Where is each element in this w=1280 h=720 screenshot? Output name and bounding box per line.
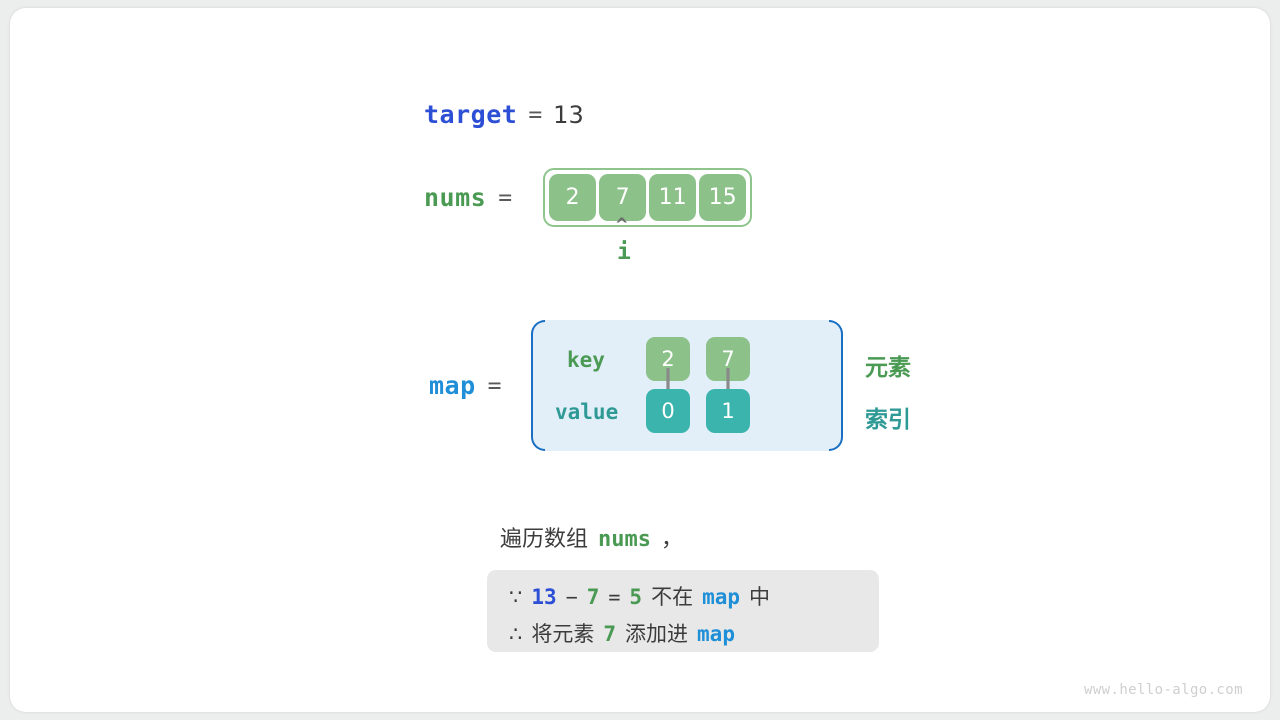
nums-assignment-row: nums = 2 7 11 15	[424, 168, 753, 227]
diagram-card: target = 13 nums = 2 7 11 15 ^ i map =	[10, 8, 1270, 712]
nums-cell-3: 15	[699, 174, 747, 221]
note1-result: 5	[629, 585, 643, 609]
therefore-symbol-icon: ∴	[509, 622, 523, 646]
map-right-bracket	[829, 320, 843, 451]
map-value-cell-0: 0	[646, 389, 690, 433]
because-symbol-icon: ∵	[509, 585, 523, 609]
caption-text-before: 遍历数组	[500, 527, 589, 552]
caption-row: 遍历数组 nums ，	[500, 521, 683, 553]
nums-array-container: 2 7 11 15	[543, 168, 753, 227]
map-assignment-row: map =	[429, 371, 502, 400]
reasoning-line-1: ∵ 13 − 7 = 5 不在 map 中	[509, 581, 770, 611]
target-equals-sign: =	[528, 101, 543, 128]
note2-text-mid: 添加进	[625, 622, 689, 646]
map-variable-label: map	[429, 371, 476, 400]
note2-text-before: 将元素	[531, 622, 595, 646]
nums-cell-2: 11	[649, 174, 697, 221]
nums-equals-sign: =	[498, 184, 513, 211]
note1-text-end: 中	[749, 585, 771, 609]
index-pointer-label: i	[617, 239, 631, 265]
map-legend-key: 元素	[865, 355, 911, 381]
caption-code-nums: nums	[598, 527, 651, 552]
note1-operand-a: 13	[531, 585, 557, 609]
note2-map-reference: map	[697, 622, 735, 646]
note1-equals-sign: =	[608, 585, 621, 609]
target-assignment-row: target = 13	[424, 100, 584, 129]
map-equals-sign: =	[487, 372, 502, 399]
nums-variable-label: nums	[424, 183, 487, 212]
map-key-row-label: key	[567, 348, 605, 372]
map-legend-value: 索引	[865, 407, 911, 433]
index-pointer-caret-icon: ^	[616, 214, 628, 236]
note1-map-reference: map	[702, 585, 741, 609]
nums-cell-0: 2	[549, 174, 597, 221]
map-left-bracket	[531, 320, 545, 451]
site-watermark: www.hello-algo.com	[1084, 682, 1243, 698]
note1-text-mid: 不在	[651, 585, 694, 609]
target-value: 13	[553, 100, 584, 129]
map-value-cell-1: 1	[706, 389, 750, 433]
map-container: key value 2 7 0 1	[531, 320, 843, 451]
note2-element-value: 7	[603, 622, 617, 646]
note1-operand-b: 7	[586, 585, 600, 609]
reasoning-line-2: ∴ 将元素 7 添加进 map	[509, 618, 735, 648]
nums-cell-1: 7	[599, 174, 647, 221]
note1-minus-operator: −	[565, 585, 578, 609]
map-value-row-label: value	[555, 400, 619, 424]
reasoning-note-box: ∵ 13 − 7 = 5 不在 map 中 ∴ 将元素 7 添加进 map	[487, 570, 879, 652]
target-variable-label: target	[424, 100, 518, 129]
caption-text-after: ，	[661, 527, 684, 552]
